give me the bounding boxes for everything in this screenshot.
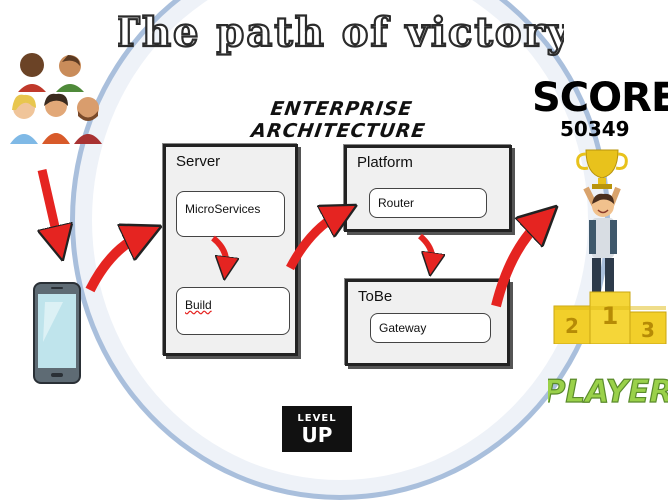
score-value: 50349: [560, 117, 630, 141]
people-group-icon: [10, 53, 102, 144]
score-label: SCORE: [532, 75, 668, 121]
microservices-item: MicroServices: [176, 191, 285, 237]
tobe-title: ToBe: [358, 288, 393, 305]
build-item-label: Build: [185, 298, 212, 312]
title: The path of victory: [118, 8, 564, 57]
podium-blocks: [553, 291, 667, 344]
server-title: Server: [176, 153, 221, 170]
platform-title: Platform: [357, 154, 413, 171]
router-item: Router: [369, 188, 487, 218]
level-up-line2: UP: [301, 423, 333, 447]
arrow-tobe-to-winner: [491, 222, 540, 308]
smartphone-icon: [33, 282, 81, 384]
player-label-text: PLAYER: [548, 374, 668, 410]
arrow-microservices-to-build: [211, 235, 226, 266]
podium-icon: 2 1 3: [552, 286, 668, 344]
player-label: PLAYER: [548, 373, 668, 410]
gateway-item: Gateway: [370, 313, 491, 343]
tobe-box: ToBe Gateway: [345, 279, 510, 366]
arrow-phone-to-server: [85, 236, 140, 293]
title-text: The path of victory: [118, 9, 564, 56]
arrow-people-to-phone: [42, 168, 58, 240]
podium-number-2: 2: [565, 314, 579, 338]
level-up-line1: LEVEL: [297, 413, 337, 424]
build-item: Build: [176, 287, 290, 335]
trophy-winner-icon: [576, 149, 628, 294]
arrow-server-to-platform: [286, 215, 338, 271]
arrows-layer: [0, 168, 668, 308]
server-box: Server MicroServices Build: [163, 144, 298, 356]
platform-box: Platform Router: [344, 145, 512, 232]
arrow-platform-to-tobe: [417, 233, 432, 262]
podium-number-1: 1: [601, 302, 619, 330]
level-up-logo: LEVEL UP: [282, 406, 352, 452]
podium-number-3: 3: [641, 318, 655, 342]
